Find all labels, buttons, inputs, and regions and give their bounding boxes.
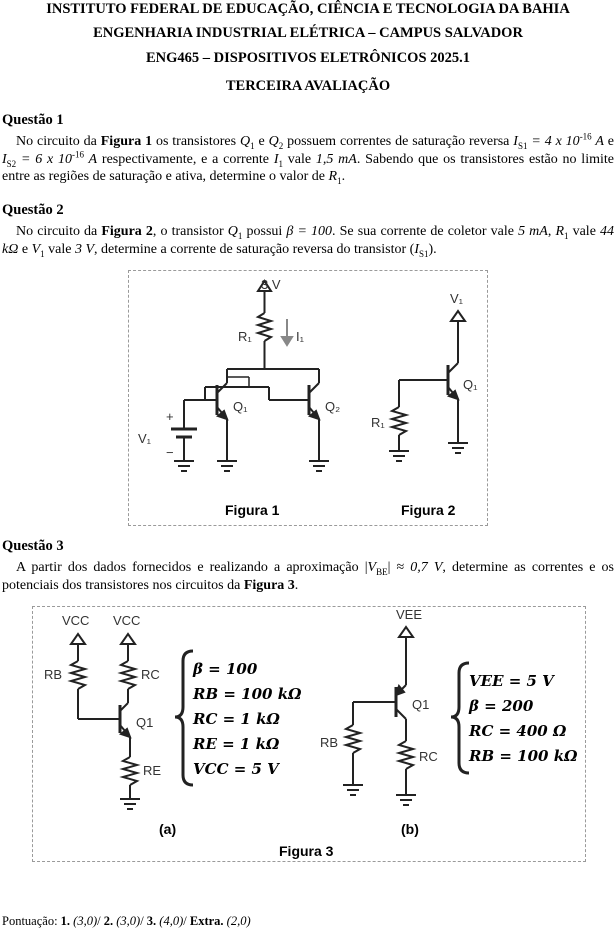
transistor-q2-label: Q₂ xyxy=(325,399,340,414)
subject-title: ENG465 – DISPOSITIVOS ELETRÔNICOS 2025.1 xyxy=(145,50,471,66)
current-arrow-icon xyxy=(280,336,294,347)
question-1-title: Questão 1 xyxy=(2,112,64,128)
battery-v1-label: V₁ xyxy=(138,431,152,446)
vcc-terminal-icon xyxy=(69,632,87,645)
question-2-title: Questão 2 xyxy=(2,202,64,218)
q1-emitter-arrow-icon xyxy=(215,409,229,421)
transistor-q1-label: Q₁ xyxy=(463,377,478,392)
ground-icon xyxy=(309,460,329,472)
ground-icon xyxy=(343,784,363,796)
figure-3-caption: Figura 3 xyxy=(279,843,334,859)
resistor-rc-icon xyxy=(395,740,417,770)
resistor-rc-label: RC xyxy=(141,667,160,682)
battery-minus-label: − xyxy=(166,445,174,460)
v1-terminal-icon xyxy=(449,309,467,322)
resistor-rb-icon xyxy=(342,724,364,754)
figure-3-schematic: VCC VCC RB RC Q1 RE xyxy=(44,607,470,810)
vcc-terminal-icon xyxy=(119,632,137,645)
resistor-rb-label: RB xyxy=(320,735,338,750)
resistor-rc-label: RC xyxy=(419,749,438,764)
figure-1-caption: Figura 1 xyxy=(225,502,280,518)
resistor-rb-label: RB xyxy=(44,667,62,682)
question-1-text: No circuito da Figura 1 os transistores … xyxy=(2,131,614,186)
param-beta: β = 200 xyxy=(469,697,534,715)
resistor-r1-label: R₁ xyxy=(238,329,252,344)
figure-1-2-schematic: 3 V R₁ I₁ Q₁ Q₂ xyxy=(138,277,478,472)
exam-title: TERCEIRA AVALIAÇÃO xyxy=(225,78,391,94)
terminal-v1-label: V₁ xyxy=(450,291,464,306)
figure-3-box: VCC VCC RB RC Q1 RE xyxy=(32,606,586,862)
figure-1-2-box: 3 V R₁ I₁ Q₁ Q₂ xyxy=(128,270,488,526)
param-rc: RC = 1 kΩ xyxy=(193,710,280,728)
question-3-text: A partir dos dados fornecidos e realizan… xyxy=(2,560,614,593)
score-footer: Pontuação: 1. (3,0)/ 2. (3,0)/ 3. (4,0)/… xyxy=(2,914,251,928)
brace-icon xyxy=(450,661,470,775)
ground-icon xyxy=(120,798,140,810)
q1-emitter-arrow-icon xyxy=(446,389,460,401)
param-rb: RB = 100 kΩ xyxy=(193,685,302,703)
resistor-r1-label: R₁ xyxy=(371,415,385,430)
resistor-r1-icon xyxy=(254,312,275,342)
current-i1-label: I₁ xyxy=(296,329,305,344)
supply-voltage-label: 3 V xyxy=(261,277,281,292)
param-rb: RB = 100 kΩ xyxy=(469,747,578,765)
ground-icon xyxy=(217,460,237,472)
param-beta: β = 100 xyxy=(193,660,258,678)
param-re: RE = 1 kΩ xyxy=(193,735,280,753)
battery-plus-label: + xyxy=(166,409,174,424)
figure-3a-parameters: β = 100 RB = 100 kΩ RC = 1 kΩ RE = 1 kΩ … xyxy=(193,657,301,782)
course-title: ENGENHARIA INDUSTRIAL ELÉTRICA – CAMPUS … xyxy=(93,25,523,41)
resistor-rc-icon xyxy=(117,660,139,690)
ground-icon xyxy=(448,442,468,454)
resistor-re-label: RE xyxy=(143,763,161,778)
param-vee: VEE = 5 V xyxy=(469,672,554,690)
figure-3a-circuit: VCC VCC RB RC Q1 RE xyxy=(44,613,194,810)
figure-2-caption: Figura 2 xyxy=(401,502,456,518)
figure-3b-parameters: VEE = 5 V β = 200 RC = 400 Ω RB = 100 kΩ xyxy=(469,669,577,769)
ground-icon xyxy=(174,460,194,472)
transistor-q1-label: Q₁ xyxy=(233,399,248,414)
transistor-q1-label: Q1 xyxy=(412,697,429,712)
param-vcc: VCC = 5 V xyxy=(193,760,279,778)
figure-3a-label: (a) xyxy=(159,821,177,837)
param-rc: RC = 400 Ω xyxy=(469,722,567,740)
vee-terminal-icon xyxy=(397,625,415,638)
q2-emitter-arrow-icon xyxy=(307,409,321,421)
ground-icon xyxy=(396,794,416,806)
resistor-rb-icon xyxy=(67,660,89,690)
figure-3b-circuit: VEE Q1 RB RC xyxy=(320,607,470,806)
resistor-r1-icon xyxy=(388,406,410,436)
transistor-q1-label: Q1 xyxy=(136,715,153,730)
question-2-text: No circuito da Figura 2, o transistor Q1… xyxy=(2,224,615,259)
resistor-re-icon xyxy=(119,756,141,786)
figure-2-circuit: V₁ Q₁ R₁ xyxy=(371,291,478,462)
figure-1-circuit: 3 V R₁ I₁ Q₁ Q₂ xyxy=(138,277,340,472)
figure-3b-label: (b) xyxy=(401,821,419,837)
ground-icon xyxy=(389,450,409,462)
q1-emitter-arrow-icon xyxy=(118,727,132,739)
question-3-title: Questão 3 xyxy=(2,538,64,554)
vee-label: VEE xyxy=(396,607,422,622)
vcc-label-1: VCC xyxy=(62,613,89,628)
vcc-label-2: VCC xyxy=(113,613,140,628)
brace-icon xyxy=(174,649,194,787)
institution-title: INSTITUTO FEDERAL DE EDUCAÇÃO, CIÊNCIA E… xyxy=(46,1,570,17)
